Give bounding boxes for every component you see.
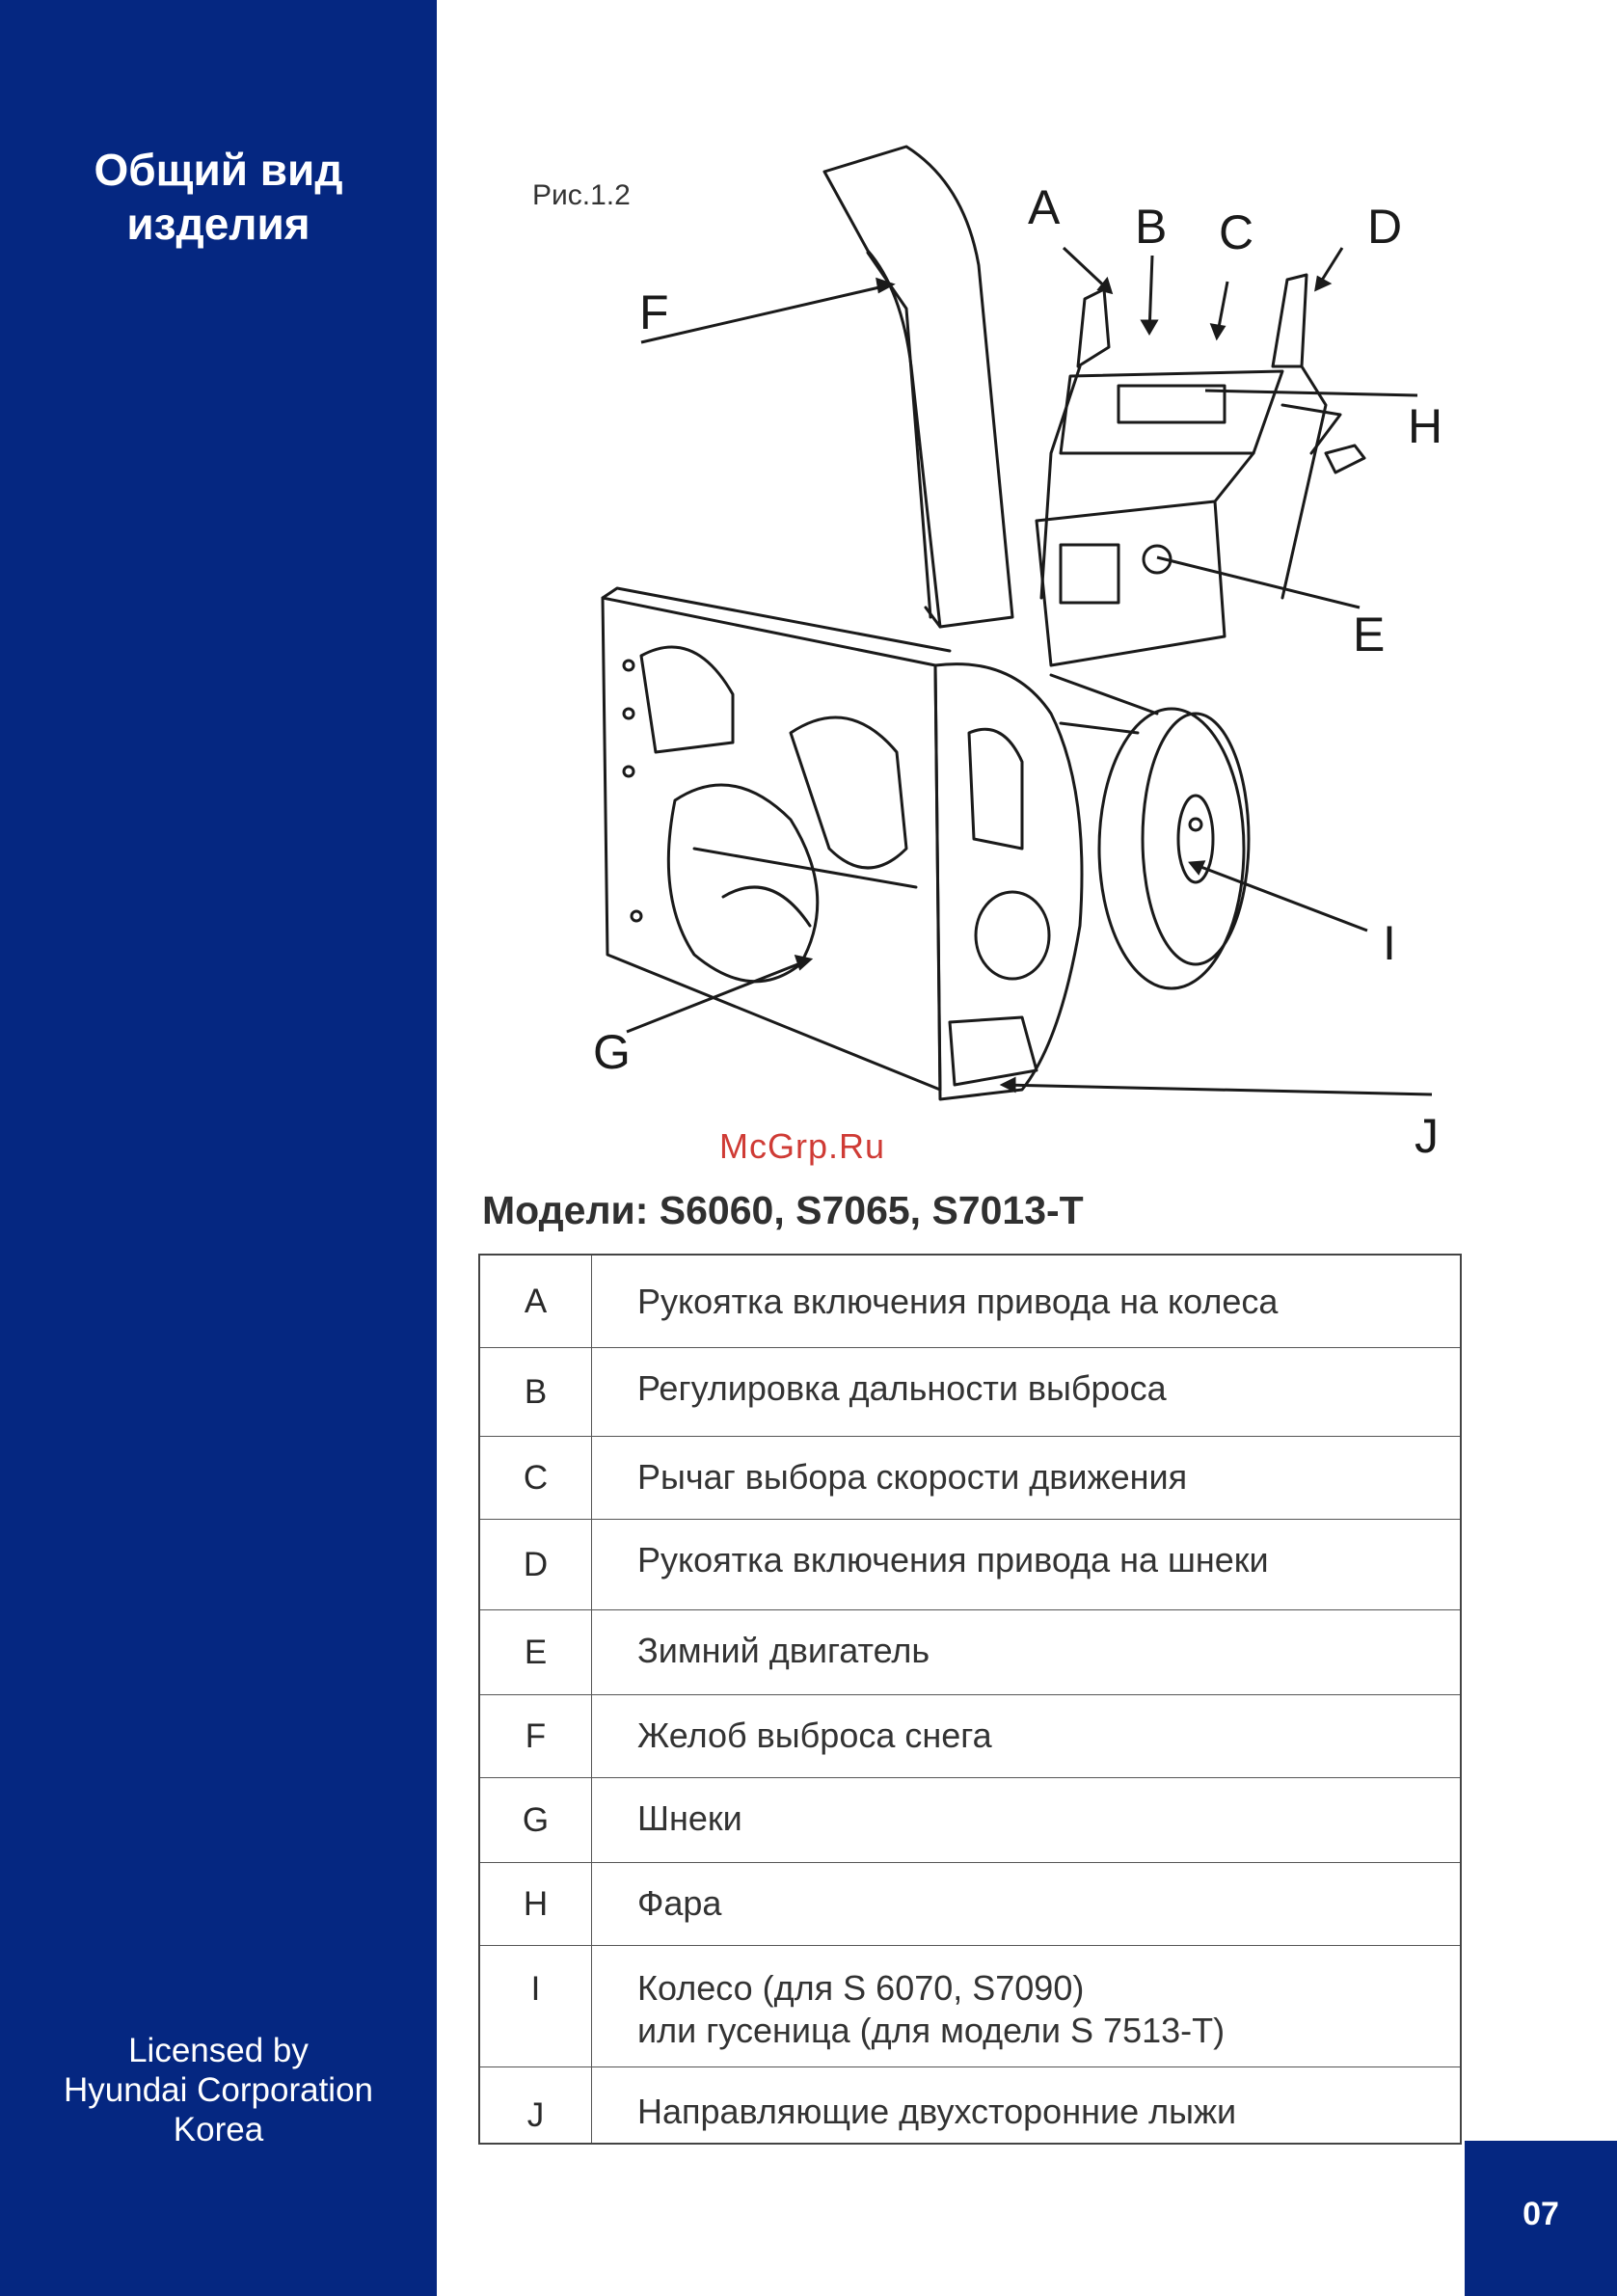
snowblower-illustration: A B C D H E F I G J (593, 145, 1442, 1163)
side-plate (933, 662, 1084, 1101)
label-c: C (1219, 205, 1253, 259)
table-row: F Желоб выброса снега (480, 1695, 1460, 1778)
row-description-line-2: или гусеница (для модели S 7513-T) (637, 2011, 1226, 2050)
label-d: D (1367, 200, 1402, 254)
label-g: G (593, 1025, 631, 1079)
section-title-line-1: Общий вид (94, 145, 343, 195)
row-description: Желоб выброса снега (637, 1715, 992, 1755)
label-b: B (1135, 200, 1167, 254)
auger-blades (666, 783, 820, 984)
row-description: Колесо (для S 6070, S7090) или гусеница … (637, 1967, 1450, 2052)
figure-caption: Рис.1.2 (532, 179, 631, 211)
label-i: I (1383, 916, 1396, 970)
row-description: Рукоятка включения привода на колеса (637, 1282, 1279, 1321)
row-letter: H (480, 1863, 592, 1945)
watermark: McGrp.Ru (719, 1126, 886, 1166)
table-row: H Фара (480, 1863, 1460, 1946)
models-heading: Модели: S6060, S7065, S7013-T (482, 1188, 1084, 1232)
table-row: G Шнеки (480, 1778, 1460, 1863)
table-row: I Колесо (для S 6070, S7090) или гусениц… (480, 1946, 1460, 2067)
handle-left (1076, 287, 1111, 368)
row-description: Направляющие двухсторонние лыжи (637, 2092, 1237, 2131)
control-panel (1059, 369, 1284, 455)
chute-shape (822, 145, 1014, 629)
row-description: Зимний двигатель (637, 1631, 930, 1670)
row-letter: F (480, 1695, 592, 1777)
section-title: Общий вид изделия (0, 143, 437, 251)
table-row: D Рукоятка включения привода на шнеки (480, 1520, 1460, 1610)
row-letter: I (480, 1946, 592, 2066)
table-row: B Регулировка дальности выброса (480, 1348, 1460, 1437)
row-description-line-1: Колесо (для S 6070, S7090) (637, 1968, 1085, 2008)
row-description: Рычаг выбора скорости движения (637, 1457, 1188, 1497)
license-line-1: Licensed by (128, 2032, 309, 2069)
row-description: Фара (637, 1883, 722, 1923)
row-letter: B (480, 1348, 592, 1436)
row-letter: A (480, 1256, 592, 1347)
label-a: A (1028, 180, 1061, 234)
row-description: Рукоятка включения привода на шнеки (637, 1540, 1269, 1580)
row-letter: C (480, 1437, 592, 1519)
table-row: C Рычаг выбора скорости движения (480, 1437, 1460, 1520)
row-letter: G (480, 1778, 592, 1862)
row-description: Регулировка дальности выброса (637, 1368, 1167, 1408)
license-text: Licensed by Hyundai Corporation Korea (0, 2031, 437, 2149)
sidebar: Общий вид изделия Licensed by Hyundai Co… (0, 0, 437, 2296)
row-letter: J (480, 2067, 592, 2143)
row-letter: D (480, 1520, 592, 1609)
page-number-box: 07 (1465, 2141, 1617, 2296)
handle-right (1271, 273, 1308, 368)
label-e: E (1353, 608, 1385, 662)
row-letter: E (480, 1610, 592, 1694)
engine-block (1035, 500, 1226, 667)
page-number: 07 (1523, 2196, 1559, 2232)
license-line-2: Hyundai Corporation (63, 2071, 373, 2109)
parts-table: A Рукоятка включения привода на колеса B… (478, 1254, 1462, 2145)
auger-housing (601, 596, 942, 1092)
table-row: A Рукоятка включения привода на колеса (480, 1256, 1460, 1348)
label-h: H (1408, 399, 1442, 453)
label-j: J (1415, 1109, 1439, 1163)
section-title-line-2: изделия (126, 199, 310, 249)
table-row: E Зимний двигатель (480, 1610, 1460, 1695)
wheel (1097, 707, 1246, 990)
label-f: F (639, 285, 669, 339)
row-description: Шнеки (637, 1798, 742, 1838)
table-row: J Направляющие двухсторонние лыжи (480, 2067, 1460, 2143)
license-line-3: Korea (173, 2111, 264, 2148)
